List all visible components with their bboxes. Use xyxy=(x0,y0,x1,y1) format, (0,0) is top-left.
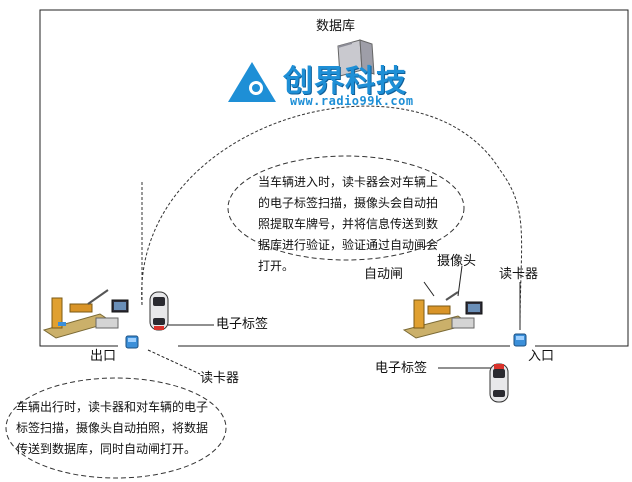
auto-gate-label: 自动闸 xyxy=(364,267,404,282)
exit-note-bubble xyxy=(5,377,227,479)
exit-etag-label: 电子标签 xyxy=(216,317,269,332)
entry-car-icon xyxy=(489,363,509,403)
entry-note-text: 当车辆进入时，读卡器会对车辆上的电子标签扫描，摄像头会自动拍照提取车牌号，并将信… xyxy=(258,175,439,273)
exit-card-reader-label: 读卡器 xyxy=(200,371,240,386)
exit-card-reader-icon xyxy=(125,335,139,349)
exit-note-text: 车辆出行时，读卡器和对车辆的电子标签扫描，摄像头自动拍照，将数据传送到数据库，同… xyxy=(16,400,209,456)
logo-name: 创界科技 xyxy=(283,64,407,99)
logo-mark-icon xyxy=(228,62,276,102)
perimeter-wall xyxy=(39,9,629,347)
exit-gate-assembly xyxy=(42,289,129,339)
entry-card-reader-label: 读卡器 xyxy=(499,267,539,282)
entry-gate-assembly xyxy=(402,291,483,339)
exit-label: 出口 xyxy=(90,349,117,364)
database-label: 数据库 xyxy=(316,19,356,34)
logo-url: www.radio99k.com xyxy=(290,94,414,108)
camera-label: 摄像头 xyxy=(437,254,477,269)
exit-car-icon xyxy=(149,291,169,331)
entry-card-reader-icon xyxy=(513,333,527,347)
entry-etag-label: 电子标签 xyxy=(375,361,428,376)
entry-label: 入口 xyxy=(528,349,555,364)
callout-lines xyxy=(147,265,521,375)
database-server-icon xyxy=(337,39,375,77)
data-links xyxy=(141,105,523,331)
entry-note-bubble xyxy=(227,155,465,261)
